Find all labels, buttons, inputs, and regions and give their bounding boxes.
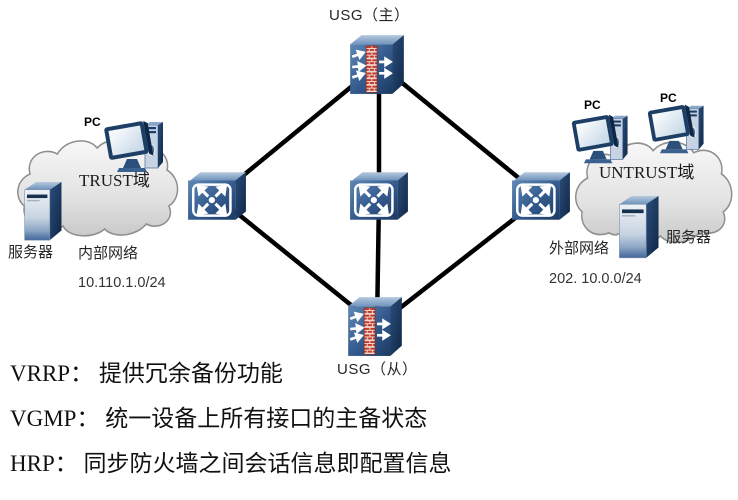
switch-icon-center [348, 170, 410, 224]
external-network-label: 外部网络 [549, 240, 610, 257]
trust-pc-label: PC [84, 115, 101, 129]
trust-zone-label: TRUST域 [79, 171, 150, 190]
internal-subnet-label: 10.110.1.0/24 [78, 275, 166, 291]
note-hrp: HRP： 同步防火墙之间会话信息即配置信息 [10, 451, 452, 476]
trust-server-label: 服务器 [8, 244, 54, 261]
firewall-icon-usg-slave [344, 294, 406, 358]
firewall-icon-usg-master [346, 32, 408, 96]
note-vrrp: VRRP： 提供冗余备份功能 [10, 361, 283, 386]
switch-icon-left [186, 170, 248, 224]
switch-icon-right [510, 170, 572, 224]
untrust-zone-label: UNTRUST域 [599, 163, 695, 182]
link-usg-slave-switch-left [214, 194, 380, 329]
usg-slave-label: USG（从） [337, 361, 418, 378]
note-vgmp: VGMP： 统一设备上所有接口的主备状态 [10, 406, 428, 431]
usg-master-label: USG（主） [329, 7, 410, 24]
untrust-pc2-label: PC [660, 91, 677, 105]
untrust-pc1-label: PC [584, 98, 601, 112]
internal-network-label: 内部网络 [78, 245, 139, 262]
external-subnet-label: 202. 10.0.0/24 [549, 271, 642, 287]
untrust-server-label: 服务器 [666, 229, 712, 246]
link-usg-master-switch-right [376, 61, 545, 200]
